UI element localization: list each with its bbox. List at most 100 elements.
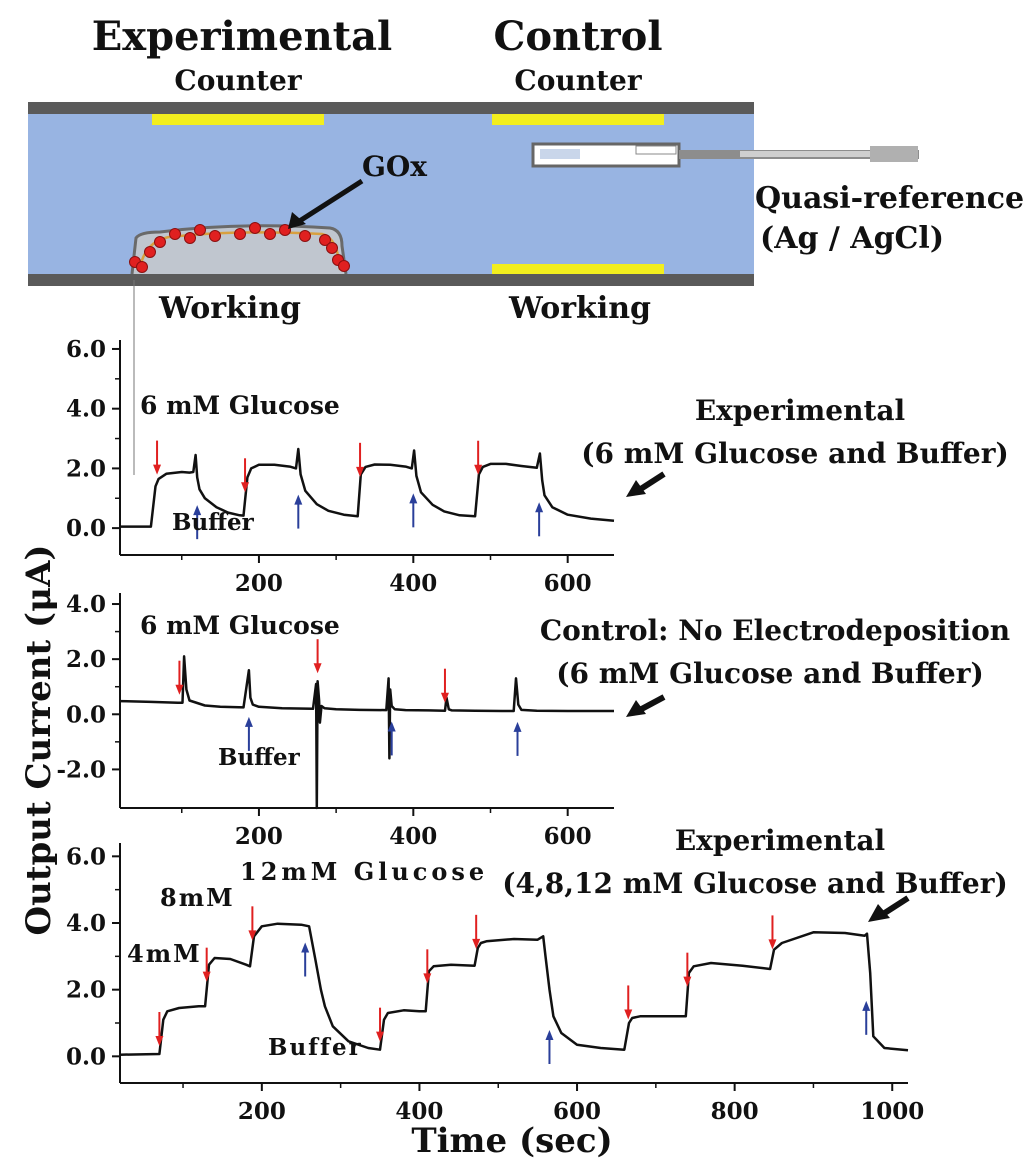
gox-enzyme-dot <box>184 232 196 244</box>
quasi-reference-electrode <box>531 142 919 168</box>
gox-enzyme-dot <box>338 260 350 272</box>
glucose-arrowhead <box>175 684 184 695</box>
glucose-arrowhead <box>153 464 162 475</box>
y-tick-label: 4.0 <box>66 591 106 618</box>
panel-3-pointer-arrow <box>868 895 910 922</box>
gox-enzyme-dot <box>144 246 156 258</box>
gox-pointer-arrow <box>296 178 364 225</box>
gox-enzyme-dot <box>136 261 148 273</box>
panel-1-marks: 0.0 2.0 4.0 6.0 200 400 600 <box>66 336 615 597</box>
glucose-arrowhead <box>768 939 777 950</box>
y-tick-label: 6.0 <box>66 336 106 363</box>
experimental-counter-label: Counter <box>174 64 302 97</box>
y-tick-label: 6.0 <box>66 843 106 870</box>
glucose-arrowhead <box>376 1031 385 1042</box>
x-tick-label: 600 <box>544 823 592 850</box>
channel-top-wall <box>28 102 754 114</box>
x-tick-label: 200 <box>235 570 283 597</box>
panel-1-side-title: Experimental <box>695 394 905 427</box>
glucose-arrowhead <box>683 976 692 987</box>
current-trace-line <box>119 922 909 1056</box>
gox-film <box>129 222 350 275</box>
channel-bottom-wall <box>28 274 754 286</box>
experimental-counter-electrode <box>152 114 324 125</box>
panel-1-buffer-label: Buffer <box>172 509 255 536</box>
quasi-reference-sublabel: (Ag / AgCl) <box>760 221 944 256</box>
glucose-arrowhead <box>202 971 211 982</box>
glucose-arrowhead <box>474 464 483 475</box>
experimental-working-label: Working <box>158 291 301 326</box>
panel-1-side-subtitle: (6 mM Glucose and Buffer) <box>581 437 1008 470</box>
gox-label: GOx <box>362 150 427 183</box>
gox-enzyme-dot <box>169 228 181 240</box>
panel-2-glucose-label: 6 mM Glucose <box>140 611 340 640</box>
glucose-arrowhead <box>356 466 365 477</box>
panel-3-side-subtitle: (4,8,12 mM Glucose and Buffer) <box>502 867 1007 900</box>
panel-2-side-subtitle: (6 mM Glucose and Buffer) <box>556 657 983 690</box>
experimental-title: Experimental <box>92 13 392 60</box>
x-tick-label: 1000 <box>860 1098 924 1125</box>
panel-1-glucose-label: 6 mM Glucose <box>140 391 340 420</box>
y-tick-label: 2.0 <box>66 455 106 482</box>
control-title: Control <box>493 13 662 60</box>
y-tick-label: -2.0 <box>56 756 106 783</box>
glucose-arrowhead <box>440 692 449 703</box>
gox-enzyme-dot <box>249 222 261 234</box>
panel-2-buffer-label: Buffer <box>218 744 301 771</box>
panel-2-pointer-arrow <box>626 694 666 717</box>
y-tick-label: 2.0 <box>66 977 106 1004</box>
buffer-arrowhead <box>294 494 303 505</box>
glucose-arrowhead <box>472 938 481 949</box>
buffer-arrowhead <box>301 942 310 953</box>
gox-enzyme-dot <box>299 230 311 242</box>
y-axis-label: Output Current (μA) <box>19 544 59 935</box>
control-counter-label: Counter <box>514 64 642 97</box>
gox-enzyme-dot <box>194 224 206 236</box>
gox-enzyme-dot <box>209 230 221 242</box>
panel-3-buffer-label: Buffer <box>268 1034 363 1061</box>
y-tick-label: 2.0 <box>66 646 106 673</box>
panel-1-pointer-arrow <box>626 471 666 497</box>
glucose-arrowhead <box>423 973 432 984</box>
panel-3-side-title: Experimental <box>675 824 885 857</box>
gox-enzyme-dot <box>154 236 166 248</box>
y-tick-label: 0.0 <box>66 1043 106 1070</box>
glucose-arrowhead <box>248 930 257 941</box>
panel-3-12mm-label: 12mM Glucose <box>240 857 488 886</box>
control-working-electrode <box>492 264 664 274</box>
gox-enzyme-dot <box>234 228 246 240</box>
y-tick-label: 0.0 <box>66 515 106 542</box>
glucose-arrowhead <box>155 1036 164 1046</box>
y-tick-label: 4.0 <box>66 910 106 937</box>
x-tick-label: 600 <box>544 570 592 597</box>
buffer-arrowhead <box>193 505 202 516</box>
buffer-arrowhead <box>244 716 253 727</box>
buffer-arrowhead <box>387 721 396 732</box>
current-trace-line <box>120 447 615 528</box>
glucose-arrowhead <box>624 1009 633 1020</box>
x-tick-label: 400 <box>395 1098 443 1125</box>
x-tick-label: 400 <box>389 570 437 597</box>
current-trace-line <box>119 655 614 810</box>
quasi-reference-label: Quasi-reference <box>755 181 1024 216</box>
gox-enzyme-dots <box>129 222 350 273</box>
y-tick-label: 4.0 <box>66 396 106 423</box>
x-tick-label: 600 <box>553 1098 601 1125</box>
buffer-arrowhead <box>409 493 418 504</box>
buffer-arrowhead <box>545 1030 554 1040</box>
gox-enzyme-dot <box>319 234 331 246</box>
buffer-arrowhead <box>513 721 522 732</box>
panel-3-4mm-label: 4mM <box>127 939 202 968</box>
schematic: Experimental Control Counter Counter GOx <box>28 13 1024 475</box>
y-tick-label: 0.0 <box>66 701 106 728</box>
buffer-arrowhead <box>535 502 544 513</box>
buffer-arrowhead <box>862 1000 871 1011</box>
gox-enzyme-dot <box>279 224 291 236</box>
control-working-label: Working <box>508 291 651 326</box>
gox-enzyme-dot <box>264 228 276 240</box>
